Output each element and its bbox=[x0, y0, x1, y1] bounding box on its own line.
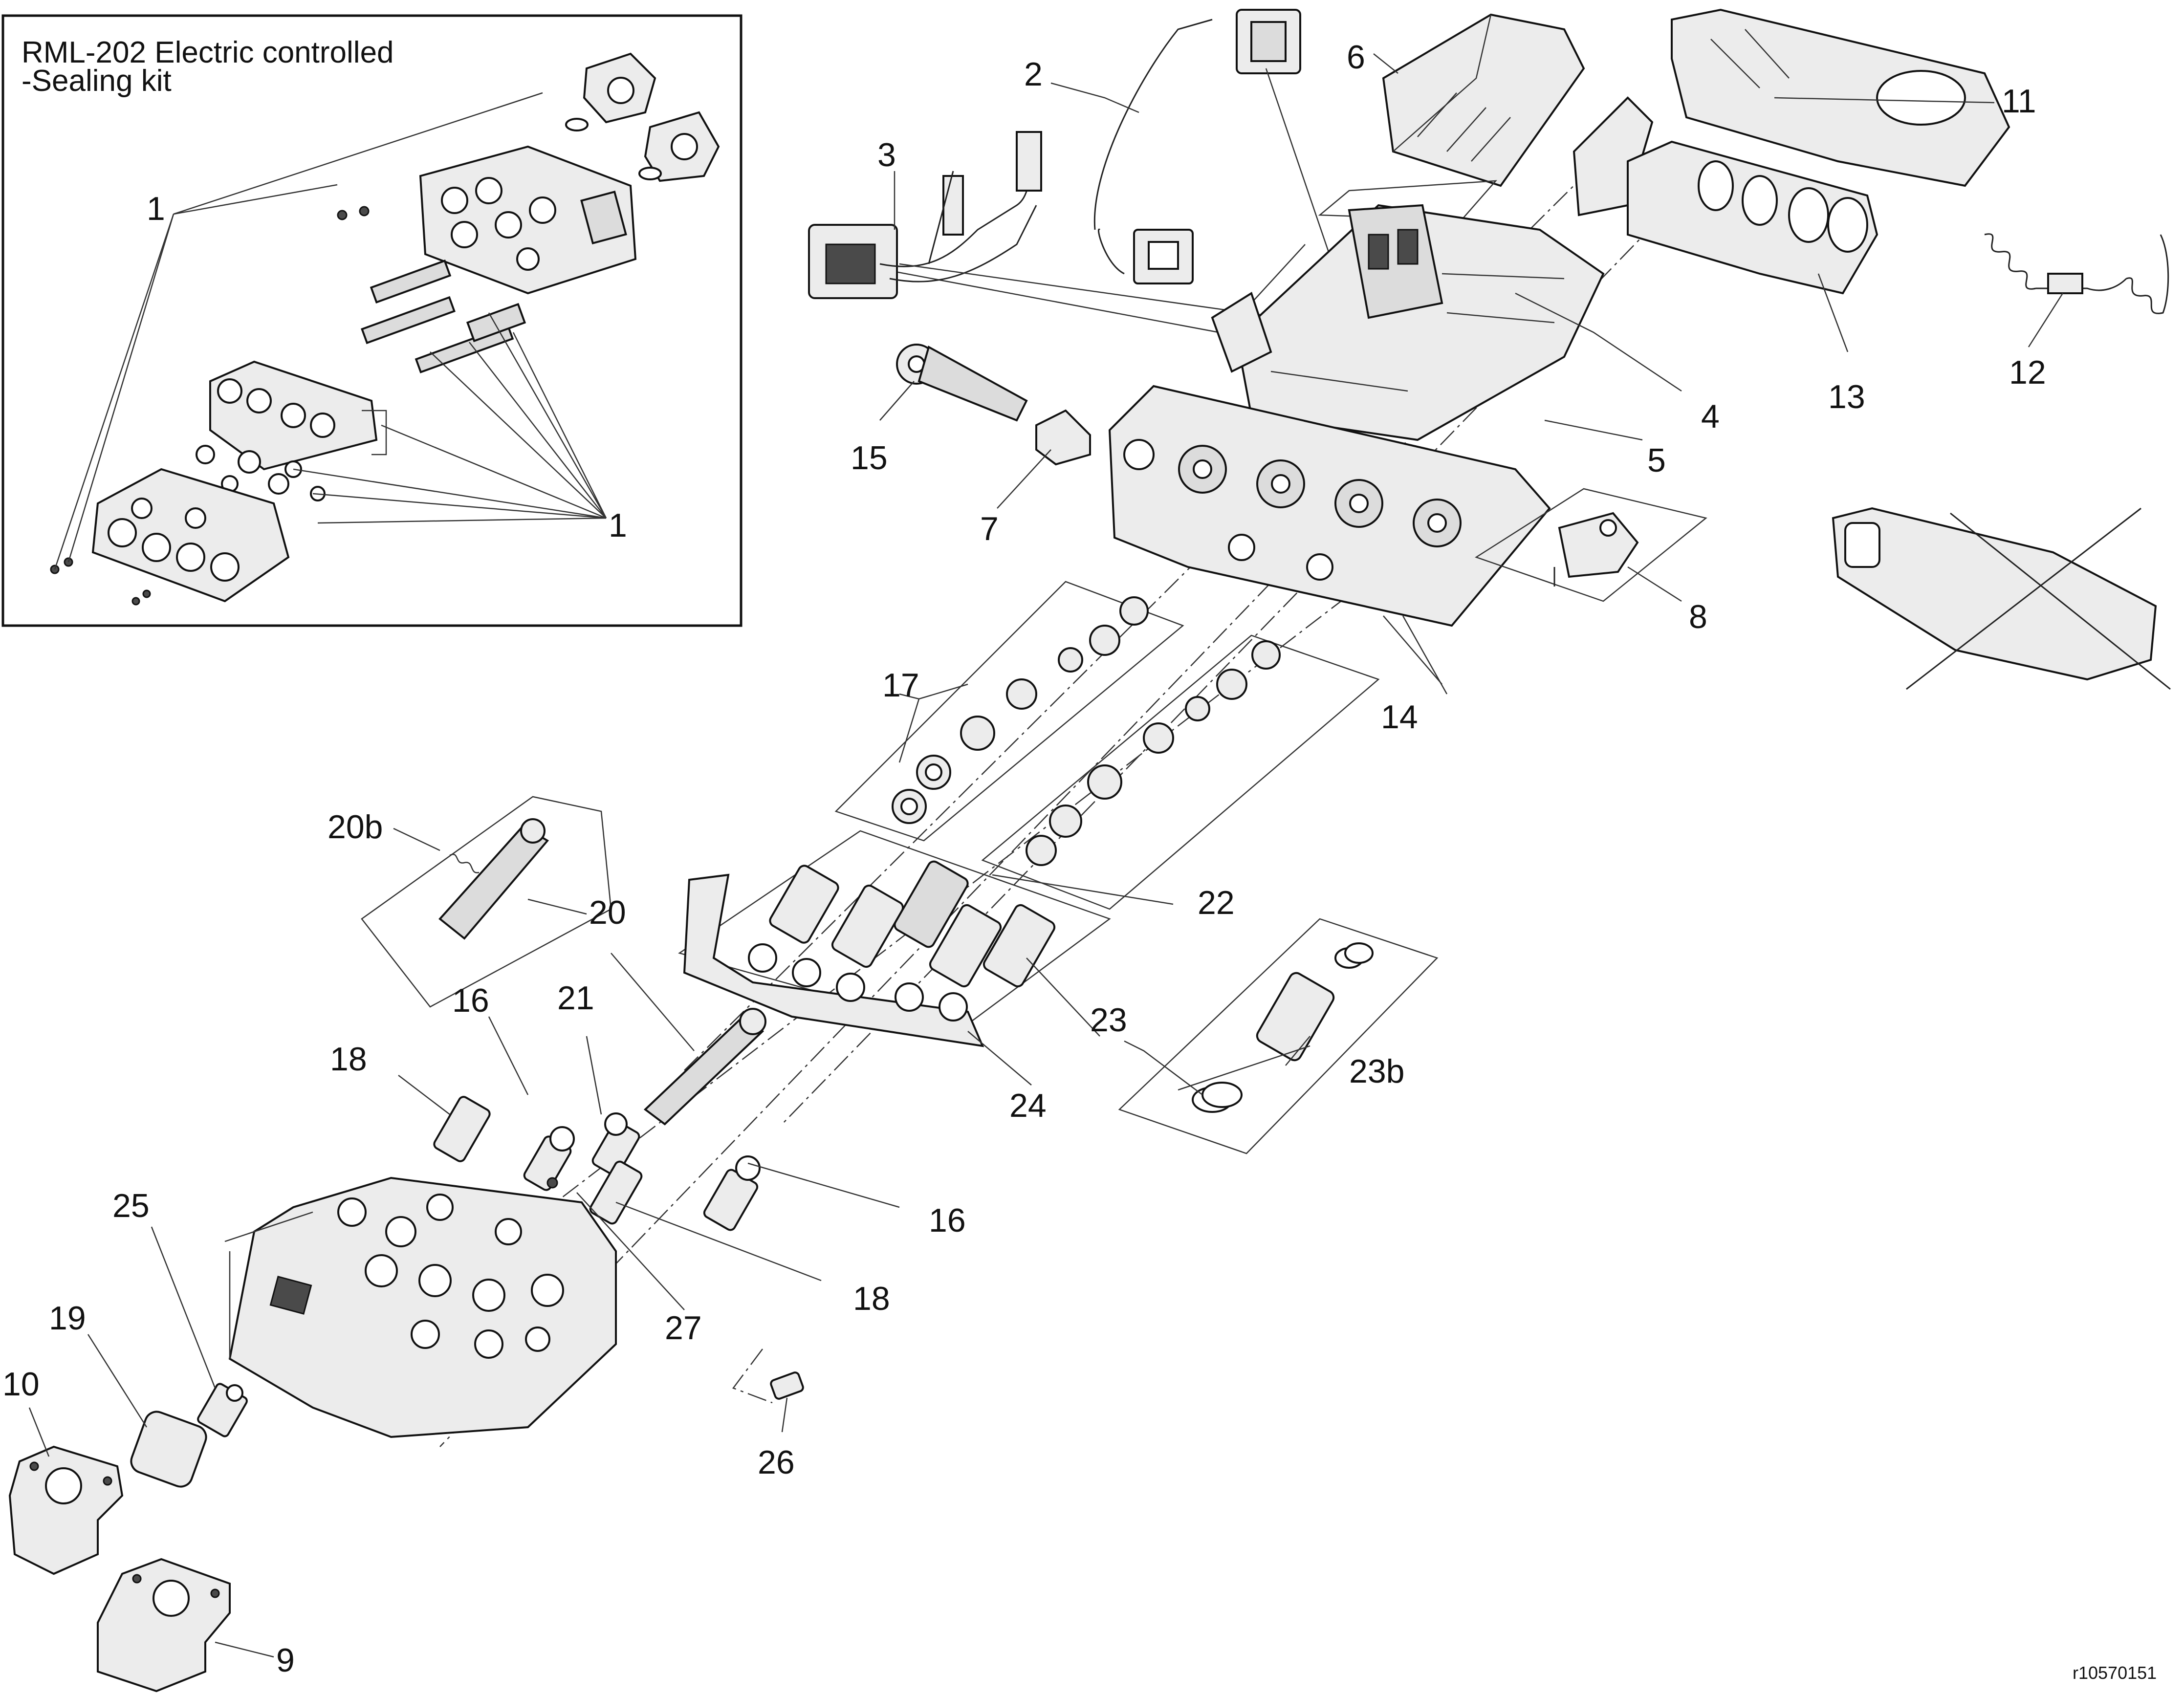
spring-wire-12 bbox=[1984, 233, 2169, 314]
callout-21: 21 bbox=[557, 979, 594, 1017]
sealing-kit-inset: RML-202 Electric controlled -Sealing kit bbox=[1, 14, 743, 627]
callout-19: 19 bbox=[49, 1300, 86, 1337]
seal-kit-23b bbox=[1118, 918, 1439, 1154]
obsolete-cover-crossed-out bbox=[1832, 507, 2171, 690]
callout-24: 24 bbox=[1009, 1087, 1047, 1124]
callout-labels: 2 3 4 5 6 7 8 9 10 11 12 13 14 15 16 16 … bbox=[2, 39, 2157, 1683]
callout-23b: 23b bbox=[1349, 1053, 1404, 1090]
callout-20: 20 bbox=[589, 894, 626, 931]
callout-22: 22 bbox=[1198, 884, 1235, 921]
spool-20 bbox=[643, 1008, 766, 1126]
leader-lines bbox=[28, 53, 2064, 1658]
spool-kit-20 bbox=[361, 796, 612, 1008]
callout-14: 14 bbox=[1381, 698, 1418, 736]
callout-18-lower: 18 bbox=[853, 1280, 890, 1317]
callout-13: 13 bbox=[1828, 378, 1865, 415]
control-unit-4 bbox=[1211, 204, 1605, 441]
seal-plate-24 bbox=[683, 873, 984, 1047]
callout-23: 23 bbox=[1090, 1001, 1127, 1039]
bracket-13 bbox=[1572, 96, 1878, 295]
callout-20b: 20b bbox=[328, 808, 383, 846]
inset-o-rings bbox=[196, 445, 326, 501]
actuator-10 bbox=[8, 1445, 124, 1575]
inset-actuator-top bbox=[583, 52, 720, 182]
inset-callout-1-top: 1 bbox=[147, 190, 165, 227]
callout-26: 26 bbox=[758, 1444, 795, 1481]
reference-code: r10570151 bbox=[2073, 1663, 2157, 1683]
callout-3: 3 bbox=[877, 136, 896, 174]
sensor-15 bbox=[896, 344, 1028, 422]
callout-9: 9 bbox=[276, 1642, 295, 1679]
plug-26 bbox=[770, 1371, 804, 1400]
inset-spools bbox=[361, 260, 526, 373]
sensor-8 bbox=[1475, 488, 1707, 602]
callout-4: 4 bbox=[1701, 398, 1720, 435]
main-valve-housing bbox=[224, 1176, 617, 1438]
callout-10: 10 bbox=[2, 1366, 40, 1403]
callout-11: 11 bbox=[2002, 83, 2036, 120]
top-cover-11 bbox=[1671, 8, 2010, 187]
callout-17: 17 bbox=[882, 667, 919, 704]
callout-16-lower: 16 bbox=[929, 1202, 966, 1239]
inset-valve-block-lower bbox=[91, 468, 290, 603]
inset-leaders bbox=[54, 92, 607, 570]
inset-title-line2: -Sealing kit bbox=[22, 64, 172, 98]
callout-15: 15 bbox=[851, 439, 888, 477]
cartridges-22-23 bbox=[678, 830, 1111, 1032]
callout-2: 2 bbox=[1024, 56, 1043, 93]
inset-o-ring bbox=[565, 118, 589, 131]
cap-19 bbox=[130, 1411, 207, 1488]
spring-kit-17 bbox=[834, 581, 1380, 910]
callout-12: 12 bbox=[2009, 354, 2046, 391]
callout-18-upper: 18 bbox=[330, 1041, 367, 1078]
valve-block-5 bbox=[1108, 385, 1551, 627]
wire-harness-3 bbox=[808, 131, 1281, 319]
callout-6: 6 bbox=[1347, 39, 1365, 76]
cover-6 bbox=[1318, 13, 1585, 221]
fittings-small bbox=[433, 1096, 761, 1231]
plug-25 bbox=[197, 1383, 248, 1437]
callout-7: 7 bbox=[980, 510, 999, 547]
inset-valve-block-upper bbox=[419, 145, 637, 295]
callout-27: 27 bbox=[665, 1309, 702, 1347]
inset-title-line1: RML-202 Electric controlled bbox=[22, 36, 394, 69]
callout-25: 25 bbox=[112, 1187, 150, 1224]
actuator-9 bbox=[97, 1558, 231, 1693]
callout-5: 5 bbox=[1647, 442, 1666, 479]
callout-8: 8 bbox=[1689, 598, 1707, 635]
inset-seal-plate bbox=[209, 360, 387, 471]
callout-16-upper: 16 bbox=[452, 982, 489, 1019]
inset-callout-1-bottom: 1 bbox=[609, 507, 627, 544]
wire-harness-2 bbox=[1093, 9, 1340, 284]
